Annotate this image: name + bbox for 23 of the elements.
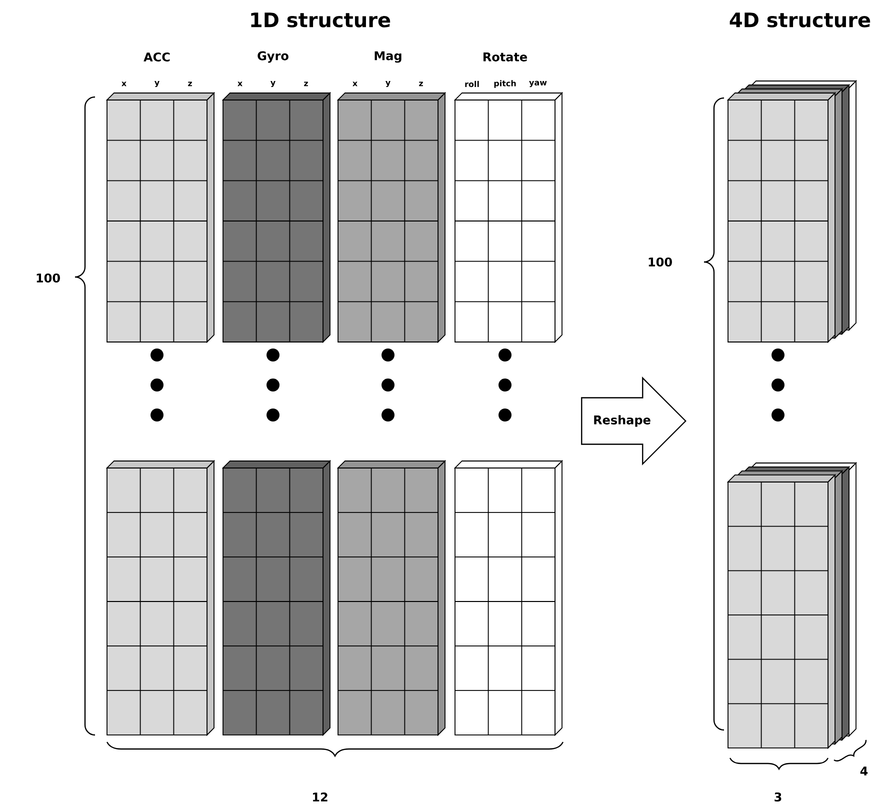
axis-label: x <box>122 82 126 86</box>
dimension-label: 100 <box>648 257 672 267</box>
axis-label: y <box>386 80 390 88</box>
axis-label: y <box>154 80 160 88</box>
title: 1D structure <box>251 12 390 28</box>
column-heading: Gyro <box>258 51 288 63</box>
axis-label: pitch <box>494 80 516 88</box>
dimension-label: 3 <box>774 792 782 802</box>
axis-label: x <box>238 82 242 86</box>
column-heading: Rotate <box>484 52 528 62</box>
title: 4D structure <box>730 12 870 28</box>
axis-label: roll <box>465 80 479 88</box>
axis-label: z <box>304 82 308 86</box>
axis-label: y <box>270 80 276 88</box>
axis-label: x <box>352 82 358 86</box>
dimension-label: 100 <box>36 273 60 283</box>
column-heading: ACC <box>144 52 170 62</box>
axis-label: z <box>419 82 423 86</box>
dimension-label: 4 <box>860 766 868 776</box>
dimension-label: 12 <box>313 792 328 802</box>
axis-label: yaw <box>529 80 547 88</box>
axis-label: z <box>188 82 192 86</box>
column-heading: Mag <box>374 51 402 63</box>
